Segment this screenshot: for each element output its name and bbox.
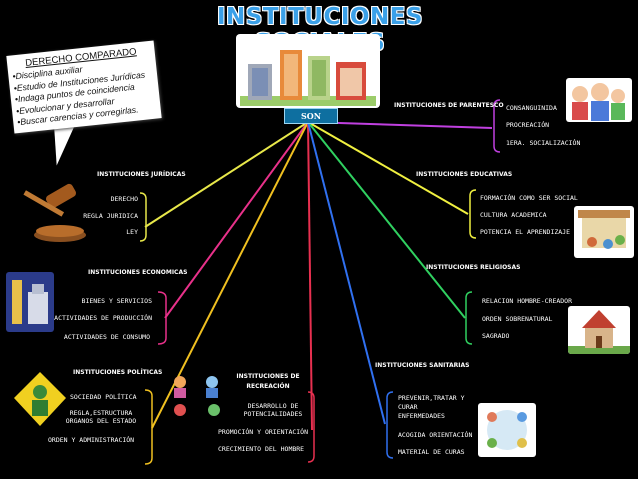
economicas-item: ACTIVIDADES DE CONSUMO: [63, 333, 150, 341]
bracket-parentesco: [493, 99, 501, 153]
politics-image: [10, 368, 70, 430]
parentesco-item: CONSANGUINIDA: [506, 104, 557, 112]
line-educativas: [307, 121, 469, 215]
branch-label-politicas: INSTITUCIONES POLÍTICAS: [73, 369, 163, 376]
line-religiosas: [307, 121, 466, 319]
branch-label-juridicas: INSTITUCIONES JURÍDICAS: [97, 171, 186, 178]
educativas-item: POTENCIA EL APRENDIZAJE: [480, 228, 571, 236]
branch-label-religiosas: INSTITUCIONES RELIGIOSAS: [426, 264, 521, 271]
bracket-economicas: [157, 291, 167, 345]
line-sanitarias: [307, 121, 386, 425]
recreation-image: [168, 372, 234, 424]
bracket-sanitarias: [386, 391, 394, 459]
politicas-item: SOCIEDAD POLÍTICA: [70, 393, 137, 401]
educativas-item: FORMACIÓN COMO SER SOCIAL: [480, 194, 578, 202]
branch-label-educativas: INSTITUCIONES EDUCATIVAS: [416, 171, 513, 178]
politicas-item: REGLA,ESTRUCTURA ORGANOS DEL ESTADO: [65, 409, 137, 425]
family-image: [566, 78, 632, 122]
bracket-juridicas: [139, 192, 147, 242]
church-image: [568, 306, 630, 354]
bracket-recreacion: [307, 391, 315, 463]
branch-label-sanitarias: INSTITUCIONES SANITARIAS: [375, 362, 470, 369]
recreacion-item: PROMOCIÓN Y ORIENTACIÓN: [218, 428, 309, 436]
juridicas-item: REGLA JURIDICA: [83, 212, 138, 220]
juridicas-item: DERECHO: [110, 195, 138, 203]
school-image: [574, 206, 634, 258]
health-image: [478, 403, 536, 457]
economicas-item: ACTIVIDADES DE PRODUCCIÓN: [54, 314, 152, 322]
parentesco-item: PROCREACIÓN: [506, 121, 550, 129]
bracket-religiosas: [465, 291, 473, 345]
line-parentesco: [307, 121, 493, 129]
bracket-politicas: [144, 389, 153, 465]
gavel-image: [12, 175, 92, 245]
sanitarias-item: MATERIAL DE CURAS: [398, 448, 465, 456]
educativas-item: CULTURA ACADEMICA: [480, 211, 547, 219]
branch-label-recreacion: INSTITUCIONES DE RECREACIÓN: [236, 373, 300, 390]
center-node: SON: [284, 108, 338, 124]
religiosas-item: ORDEN SOBRENATURAL: [482, 315, 553, 323]
line-economicas: [164, 121, 309, 319]
sanitarias-item: PREVENIR,TRATAR Y CURAR ENFERMEDADES: [398, 394, 465, 420]
line-juridicas: [144, 121, 309, 228]
religiosas-item: RELACION HOMBRE-CREADOR: [482, 297, 573, 305]
religiosas-item: SAGRADO: [482, 332, 510, 340]
economy-image: [6, 272, 54, 332]
sanitarias-item: ACOGIDA ORIENTACIÓN: [398, 431, 473, 439]
recreacion-item: DESARROLLO DE POTENCIALIDADES: [243, 402, 303, 418]
politicas-item: ORDEN Y ADMINISTRACIÓN: [48, 436, 135, 444]
branch-label-economicas: INSTITUCIONES ECONOMICAS: [88, 269, 188, 276]
line-recreacion: [307, 121, 313, 431]
juridicas-item: LEY: [126, 228, 138, 236]
bracket-educativas: [469, 189, 477, 239]
parentesco-item: 1ERA. SOCIALIZACIÓN: [506, 139, 581, 147]
branch-label-parentesco: INSTITUCIONES DE PARENTESCO: [394, 102, 504, 109]
buildings-image: [236, 34, 380, 108]
derecho-comparado-callout: DERECHO COMPARADO •Disciplina auxiliar •…: [6, 40, 162, 134]
economicas-item: BIENES Y SERVICIOS: [81, 297, 152, 305]
recreacion-item: CRECIMIENTO DEL HOMBRE: [218, 445, 305, 453]
